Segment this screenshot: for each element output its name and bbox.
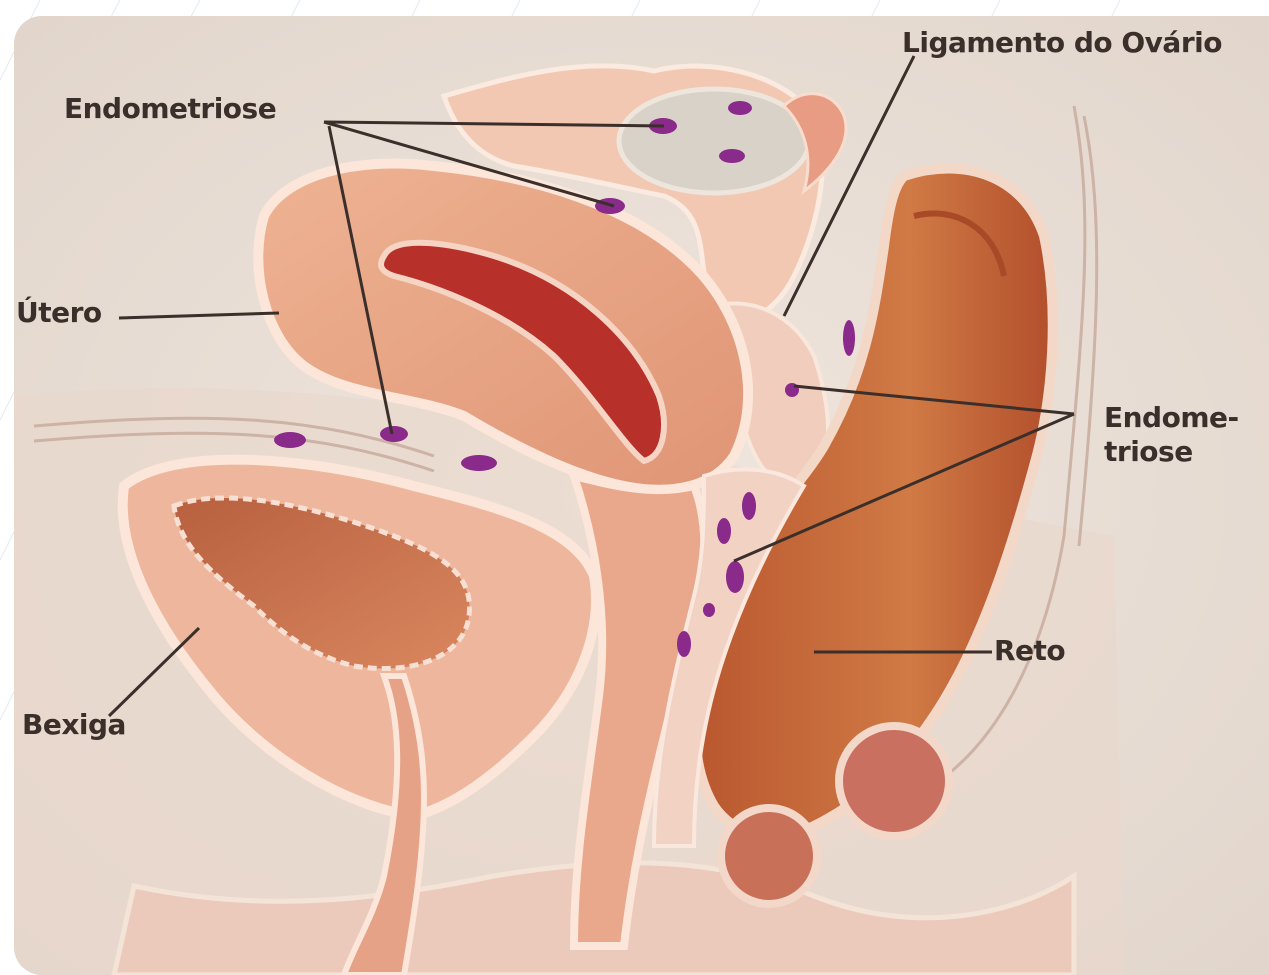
ovary [619, 89, 809, 193]
label-endometriose-right-line2: triose [1104, 435, 1239, 469]
anatomy-illustration [14, 16, 1269, 975]
anatomy-illustration-card: Endometriose Ligamento do Ovário Útero E… [14, 16, 1269, 975]
anal-canal [721, 808, 817, 904]
label-reto: Reto [994, 634, 1065, 668]
label-utero: Útero [16, 296, 102, 330]
label-endometriose-top: Endometriose [64, 92, 276, 126]
label-endometriose-right: Endome- triose [1104, 401, 1239, 469]
label-endometriose-right-line1: Endome- [1104, 401, 1239, 435]
label-bexiga: Bexiga [22, 708, 126, 742]
sphincter [839, 726, 949, 836]
label-ligamento-ovario: Ligamento do Ovário [902, 26, 1222, 60]
